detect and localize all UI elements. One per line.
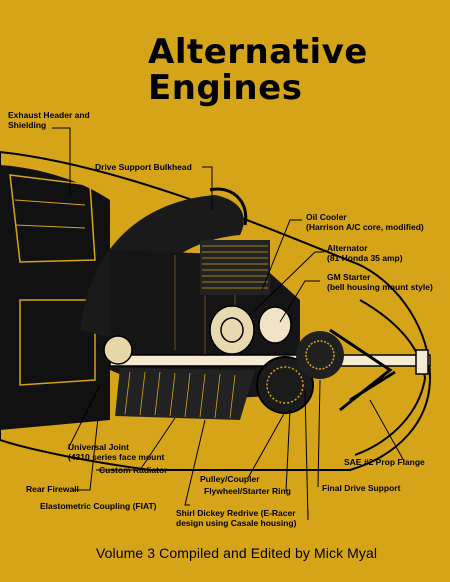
cover-title: Alternative Engines <box>148 34 368 106</box>
cowling-nose <box>354 299 427 456</box>
title-line-2: Engines <box>148 68 303 108</box>
prop-flange <box>415 349 429 375</box>
callout-custom-radiator: Custom Radiator <box>99 465 168 475</box>
leader-lines <box>52 127 405 521</box>
callout-shirl-dickey-redrive: Shirl Dickey Redrive (E-Racer design usi… <box>176 508 297 528</box>
firewall-mass <box>0 165 110 430</box>
title-line-1: Alternative <box>148 32 368 72</box>
alternator-shape <box>209 305 255 355</box>
callout-oil-cooler: Oil Cooler (Harrison A/C core, modified) <box>306 212 424 232</box>
callout-exhaust-header: Exhaust Header and Shielding <box>8 110 90 130</box>
callout-pulley-coupler: Pulley/Coupler <box>200 474 260 484</box>
oil-cooler-grille <box>200 240 270 295</box>
callout-sae-prop-flange: SAE #2 Prop Flange <box>344 457 425 467</box>
callout-rear-firewall: Rear Firewall <box>26 484 79 494</box>
custom-radiator <box>115 368 255 420</box>
exhaust-structure <box>9 174 96 263</box>
callout-elastometric-coupling: Elastometric Coupling (FIAT) <box>40 501 157 511</box>
callout-alternator: Alternator (81 Honda 35 amp) <box>327 243 403 263</box>
callout-flywheel-starter-ring: Flywheel/Starter Ring <box>204 486 291 496</box>
final-drive-support <box>329 328 396 412</box>
callout-gm-starter: GM Starter (bell housing mount style) <box>327 272 433 292</box>
starter-shape <box>258 306 292 344</box>
cover-subtitle: Volume 3 Compiled and Edited by Mick Mya… <box>96 545 378 561</box>
callout-final-drive-support: Final Drive Support <box>322 483 401 493</box>
callout-universal-joint: Universal Joint (4310 series face mount <box>68 442 165 462</box>
redrive-gear <box>296 331 344 379</box>
callout-drive-support-bulkhead: Drive Support Bulkhead <box>95 162 192 172</box>
